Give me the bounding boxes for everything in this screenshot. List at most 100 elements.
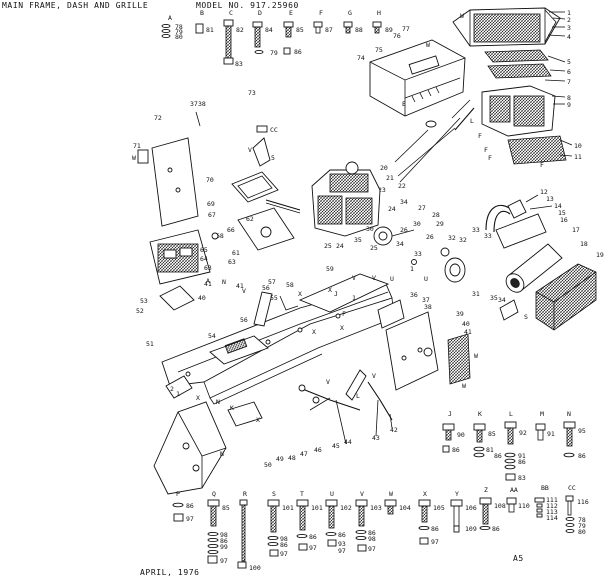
part-callout-label: N — [220, 450, 224, 458]
part-callout-label: 1 — [410, 265, 414, 273]
part-callout-label: AA — [510, 486, 518, 494]
part-callout-label: 50 — [264, 461, 272, 469]
part-callout-label: 9 — [567, 101, 571, 109]
part-callout-label: 80 — [578, 528, 586, 536]
part-callout-label: 86 — [368, 529, 376, 537]
part-callout-label: 24 — [336, 242, 344, 250]
engine-side-parts: 34 27 28 29 30 26 26 30 35 34 33 1 25 32… — [354, 198, 456, 283]
part-callout-label: 82 — [236, 26, 244, 34]
part-callout-label: 83 — [235, 60, 243, 68]
part-callout-label: 78 — [175, 23, 183, 31]
part-callout-label: F — [540, 161, 544, 169]
part-callout-label: 17 — [572, 226, 580, 234]
part-callout-label: 85 — [488, 430, 496, 438]
part-callout-label: 86 — [452, 446, 460, 454]
part-callout-label: 25 — [370, 244, 378, 252]
part-callout-label: 97 — [368, 545, 376, 553]
part-callout-label: J — [448, 410, 452, 418]
part-callout-label: 69 — [207, 200, 215, 208]
part-callout-label: 35 — [354, 236, 362, 244]
part-callout-label: F — [488, 154, 492, 162]
part-callout-label: 33 — [472, 226, 480, 234]
part-callout-label: 41 — [464, 328, 472, 336]
part-callout-label: 51 — [146, 340, 154, 348]
part-callout-label: 97 — [220, 557, 228, 565]
part-callout-label: X — [328, 286, 332, 294]
part-callout-label: 86 — [309, 533, 317, 541]
part-callout-label: 6 — [567, 68, 571, 76]
part-callout-label: A — [206, 277, 210, 285]
part-callout-label: 110 — [518, 502, 530, 510]
part-callout-label: W — [474, 352, 478, 360]
part-callout-label: 113 — [546, 508, 558, 516]
hw-letter: G — [348, 9, 352, 17]
part-callout-label: 2 — [170, 385, 174, 393]
part-callout-label: 48 — [288, 454, 296, 462]
part-callout-label: E — [402, 100, 406, 108]
part-callout-label: 13 — [546, 195, 554, 203]
part-callout-label: V — [352, 274, 356, 282]
part-callout-label: 58 — [286, 281, 294, 289]
part-callout-label: 97 — [338, 547, 346, 555]
part-callout-label: 35 — [490, 294, 498, 302]
part-callout-label: 102 — [340, 504, 352, 512]
part-callout-label: W — [389, 490, 393, 498]
part-callout-label: 116 — [577, 498, 589, 506]
part-callout-label: 30 — [366, 225, 374, 233]
part-callout-label: 5 — [271, 154, 275, 162]
part-callout-label: X — [298, 290, 302, 298]
part-callout-label: 1 — [176, 390, 180, 398]
part-callout-label: 79 — [270, 49, 278, 57]
part-callout-label: 75 — [375, 46, 383, 54]
part-callout-label: V — [372, 274, 376, 282]
part-callout-label: 81 — [206, 26, 214, 34]
part-callout-label: 26 — [400, 226, 408, 234]
part-callout-label: 101 — [311, 504, 323, 512]
part-callout-label: 108 — [494, 502, 506, 510]
part-callout-label: 3 — [567, 24, 571, 32]
part-callout-label: 57 — [268, 278, 276, 286]
part-callout-label: 91 — [547, 430, 555, 438]
part-callout-label: F — [478, 132, 482, 140]
part-callout-label: 21 — [386, 174, 394, 182]
part-callout-label: 55 — [270, 294, 278, 302]
part-callout-label: 98 — [220, 531, 228, 539]
part-callout-label: 62 — [246, 215, 254, 223]
page-title: MAIN FRAME, DASH AND GRILLE — [2, 1, 149, 10]
part-callout-label: 25 — [324, 242, 332, 250]
part-callout-label: V — [372, 372, 376, 380]
part-callout-label: 12 — [540, 188, 548, 196]
part-callout-label: 92 — [519, 429, 527, 437]
part-callout-label: N — [222, 278, 226, 286]
part-callout-label: 1 — [352, 294, 356, 302]
part-callout-label: F — [484, 146, 488, 154]
part-callout-label: L — [509, 410, 513, 418]
part-callout-label: V — [242, 287, 246, 295]
part-callout-label: 40 — [198, 294, 206, 302]
part-callout-label: 79 — [578, 522, 586, 530]
part-callout-label: 76 — [393, 32, 401, 40]
part-callout-label: 32 — [459, 236, 467, 244]
part-callout-label: L — [470, 117, 474, 125]
part-callout-label: 33 — [414, 250, 422, 258]
part-callout-label: 106 — [465, 504, 477, 512]
part-callout-label: 18 — [580, 240, 588, 248]
part-callout-label: 49 — [276, 455, 284, 463]
part-callout-label: 98 — [280, 535, 288, 543]
part-callout-label: 83 — [518, 474, 526, 482]
part-callout-label: X — [256, 416, 260, 424]
engine: 24 25 24 — [311, 161, 396, 250]
part-callout-label: 86 — [518, 458, 526, 466]
part-callout-label: 23 — [378, 186, 386, 194]
main-frame: 56 57 58 55 51 54 56 53 52 V 40 41 41 V … — [136, 265, 478, 495]
part-callout-label: F — [342, 310, 346, 318]
part-callout-label: 63 — [228, 258, 236, 266]
part-callout-label: 86 — [186, 502, 194, 510]
part-callout-label: U — [330, 490, 334, 498]
part-callout-label: 16 — [560, 216, 568, 224]
part-callout-label: 26 — [426, 233, 434, 241]
part-callout-label: V — [248, 146, 252, 154]
part-callout-label: 95 — [578, 427, 586, 435]
part-callout-label: 86 — [431, 525, 439, 533]
part-callout-label: 59 — [326, 265, 334, 273]
